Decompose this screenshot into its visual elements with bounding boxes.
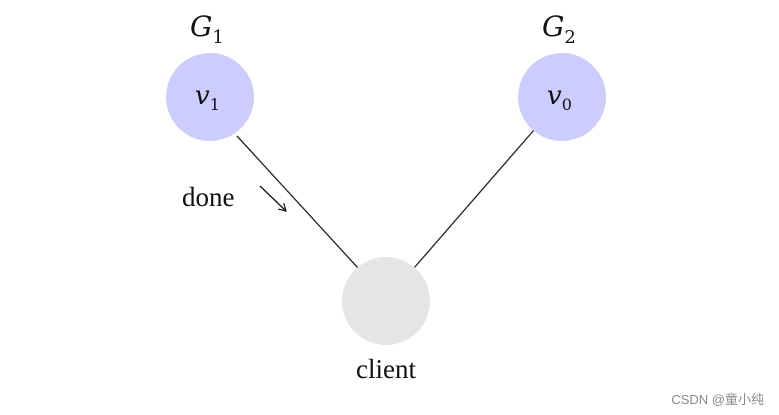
client-label: client xyxy=(356,354,416,384)
node-label-v0: v0 xyxy=(547,81,572,114)
watermark-text: CSDN @童小纯 xyxy=(671,392,764,407)
edge-v1-client xyxy=(236,135,359,269)
node-client xyxy=(342,257,430,345)
edge-v0-client xyxy=(413,129,535,269)
group-label-g2: G2 xyxy=(542,10,576,48)
done-arrow-icon xyxy=(259,185,287,212)
group-label-g1: G1 xyxy=(190,10,224,48)
node-v1 xyxy=(166,53,254,141)
done-label: done xyxy=(182,182,235,212)
node-label-v1: v1 xyxy=(195,81,220,114)
node-v0 xyxy=(518,53,606,141)
